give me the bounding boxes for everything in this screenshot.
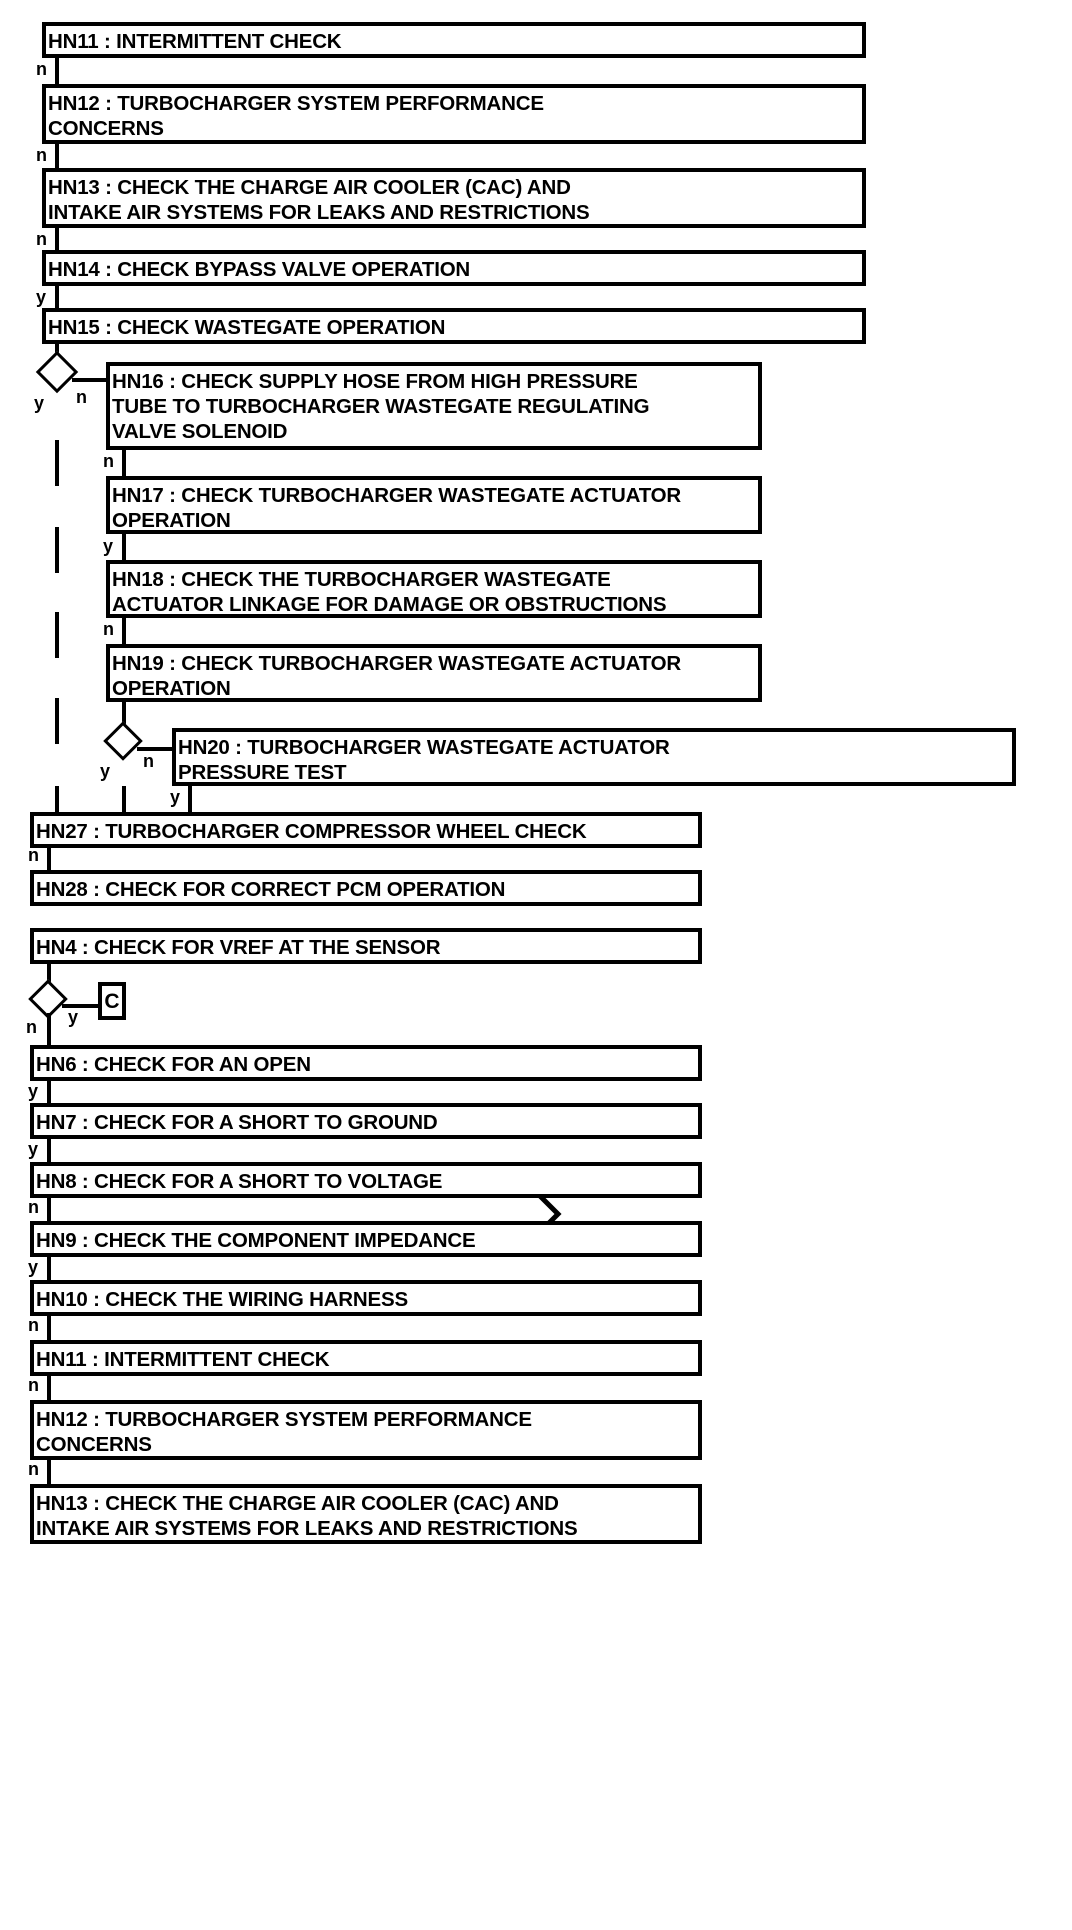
node-HN20[interactable]: HN20 : TURBOCHARGER WASTEGATE ACTUATOR P…	[172, 728, 1016, 786]
edge-decision2-HN27	[122, 786, 126, 818]
node-HN17[interactable]: HN17 : CHECK TURBOCHARGER WASTEGATE ACTU…	[106, 476, 762, 534]
decision-diamond-1[interactable]	[35, 350, 79, 394]
edge-decision3-HN6	[47, 1013, 51, 1045]
edge-HN12b-HN13b	[47, 1460, 51, 1486]
edge-label-n: n	[28, 1459, 39, 1479]
edge-HN4-decision3	[47, 964, 51, 986]
edge-HN19-decision2	[122, 702, 126, 726]
edge-HN11b-HN12b	[47, 1376, 51, 1402]
edge-label-y: y	[36, 287, 47, 307]
edge-HN13a-HN14	[55, 228, 59, 254]
edge-label-n: y	[68, 1007, 79, 1027]
node-HN10[interactable]: HN10 : CHECK THE WIRING HARNESS	[30, 1280, 702, 1316]
node-HN13a[interactable]: HN13 : CHECK THE CHARGE AIR COOLER (CAC)…	[42, 168, 866, 228]
branch-y-left-seg3	[55, 612, 59, 658]
node-HN12a[interactable]: HN12 : TURBOCHARGER SYSTEM PERFORMANCE C…	[42, 84, 866, 144]
edge-label-n: n	[76, 387, 87, 407]
edge-label-n: n	[103, 451, 114, 471]
node-HN9[interactable]: HN9 : CHECK THE COMPONENT IMPEDANCE	[30, 1221, 702, 1257]
node-HN14[interactable]: HN14 : CHECK BYPASS VALVE OPERATION	[42, 250, 866, 286]
branch-y-left-seg2	[55, 527, 59, 573]
node-HN12b[interactable]: HN12 : TURBOCHARGER SYSTEM PERFORMANCE C…	[30, 1400, 702, 1460]
decision-diamond-3[interactable]	[28, 979, 68, 1019]
edge-label-y: y	[170, 787, 181, 807]
node-HN6[interactable]: HN6 : CHECK FOR AN OPEN	[30, 1045, 702, 1081]
branch-y-left-seg5	[55, 786, 59, 818]
node-HN11a[interactable]: HN11 : INTERMITTENT CHECK	[42, 22, 866, 58]
edge-HN14-HN15	[55, 286, 59, 312]
edge-decision2-HN20	[137, 747, 173, 751]
edge-decision1-HN16	[72, 378, 106, 382]
node-HN18[interactable]: HN18 : CHECK THE TURBOCHARGER WASTEGATE …	[106, 560, 762, 618]
node-HN4[interactable]: HN4 : CHECK FOR VREF AT THE SENSOR	[30, 928, 702, 964]
edge-label-n: n	[143, 751, 154, 771]
edge-label-y: y	[28, 1081, 39, 1101]
node-HN8[interactable]: HN8 : CHECK FOR A SHORT TO VOLTAGE	[30, 1162, 702, 1198]
edge-decision3-connectorC	[62, 1004, 98, 1008]
edge-label-n: n	[103, 619, 114, 639]
edge-HN7-HN8	[47, 1139, 51, 1165]
edge-label-n: n	[28, 1197, 39, 1217]
edge-HN6-HN7	[47, 1081, 51, 1107]
node-HN7[interactable]: HN7 : CHECK FOR A SHORT TO GROUND	[30, 1103, 702, 1139]
node-HN11b[interactable]: HN11 : INTERMITTENT CHECK	[30, 1340, 702, 1376]
edge-HN17-HN18	[122, 534, 126, 560]
edge-HN16-HN17	[122, 450, 126, 478]
edge-label-y: y	[28, 1257, 39, 1277]
edge-HN8-HN9	[47, 1198, 51, 1224]
edge-HN11a-HN12a	[55, 58, 59, 88]
node-HN13b[interactable]: HN13 : CHECK THE CHARGE AIR COOLER (CAC)…	[30, 1484, 702, 1544]
node-HN15[interactable]: HN15 : CHECK WASTEGATE OPERATION	[42, 308, 866, 344]
edge-label-n: n	[28, 845, 39, 865]
node-HN16[interactable]: HN16 : CHECK SUPPLY HOSE FROM HIGH PRESS…	[106, 362, 762, 450]
edge-HN20-HN27	[188, 786, 192, 818]
edge-label-n: n	[28, 1315, 39, 1335]
node-HN28[interactable]: HN28 : CHECK FOR CORRECT PCM OPERATION	[30, 870, 702, 906]
edge-label-y: y	[100, 761, 111, 781]
branch-y-left-seg1	[55, 440, 59, 486]
edge-HN9-HN10	[47, 1257, 51, 1283]
edge-label-n: n	[36, 229, 47, 249]
branch-y-left-seg4	[55, 698, 59, 744]
edge-HN10-HN11b	[47, 1316, 51, 1342]
edge-label-n: n	[36, 145, 47, 165]
edge-HN27-HN28	[47, 848, 51, 874]
node-HN19[interactable]: HN19 : CHECK TURBOCHARGER WASTEGATE ACTU…	[106, 644, 762, 702]
edge-label-y: n	[26, 1017, 37, 1037]
edge-label-y: y	[34, 393, 45, 413]
edge-HN12a-HN13a	[55, 144, 59, 172]
edge-label-y: y	[103, 536, 114, 556]
edge-label-y: y	[28, 1139, 39, 1159]
off-page-connector-C[interactable]: C	[98, 982, 126, 1020]
decision-diamond-2[interactable]	[103, 721, 143, 761]
edge-label-n: n	[28, 1375, 39, 1395]
edge-HN18-HN19	[122, 618, 126, 644]
edge-label-n: n	[36, 59, 47, 79]
node-HN27[interactable]: HN27 : TURBOCHARGER COMPRESSOR WHEEL CHE…	[30, 812, 702, 848]
